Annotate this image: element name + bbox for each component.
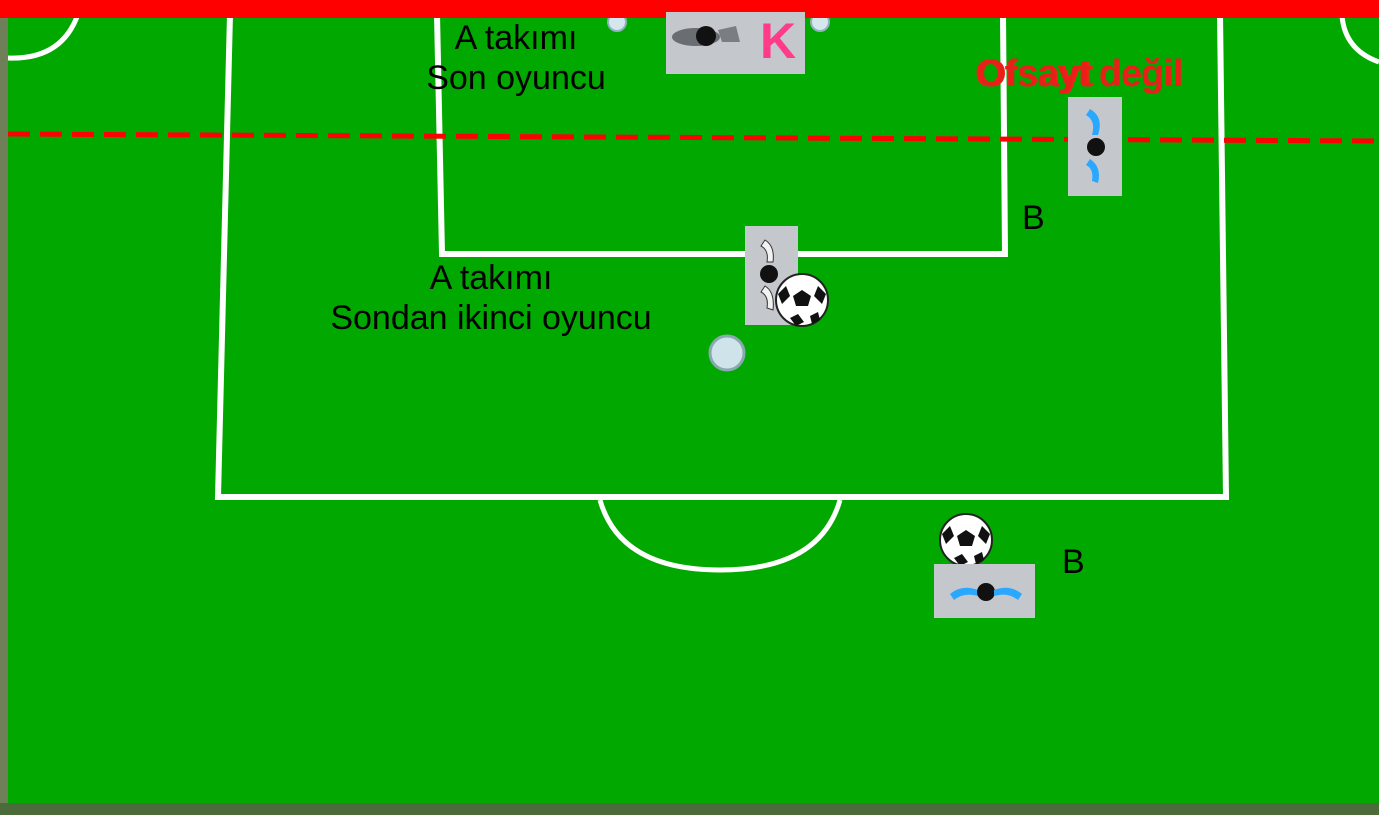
attacker-b-upper-card [1068,97,1122,196]
goal-line [0,0,1379,18]
team-a-second-last-player-label: A takımı Sondan ikinci oyuncu [286,258,696,338]
team-a-second-last-line2: Sondan ikinci oyuncu [330,299,652,337]
player-white-icon [760,239,778,311]
offside-verdict: Ofsayt Ofsayt değil [975,52,1295,96]
team-a-second-last-line1: A takımı [429,259,553,297]
player-blue-icon [1086,109,1105,183]
player-blue-icon [950,583,1022,601]
penalty-arc [597,499,843,573]
verdict-offside: Ofsayt [975,53,1094,95]
goalkeeper-letter: K [760,13,797,69]
pitch-edge-left [0,0,8,815]
team-a-player-marker [708,334,746,372]
team-a-last-line1: A takımı [454,19,578,57]
corner-arc-right [1339,15,1379,65]
goalkeeper-icon [672,26,740,46]
attacker-b-lower-label: B [1062,543,1085,581]
attacker-b-lower-card [934,564,1035,618]
corner-arc-left [7,13,81,61]
attacker-b-upper-label: B [1022,199,1045,237]
ball-icon [775,273,829,327]
offside-line [7,131,1379,144]
team-a-last-line2: Son oyuncu [426,59,606,97]
goalkeeper-card: K [666,12,805,74]
ball-icon [939,513,993,567]
penalty-box [214,13,1230,500]
verdict-not-offside: Ofsayt değil [977,53,1183,95]
team-a-last-player-label: A takımı Son oyuncu [392,18,640,98]
pitch-edge-bottom [0,803,1379,815]
